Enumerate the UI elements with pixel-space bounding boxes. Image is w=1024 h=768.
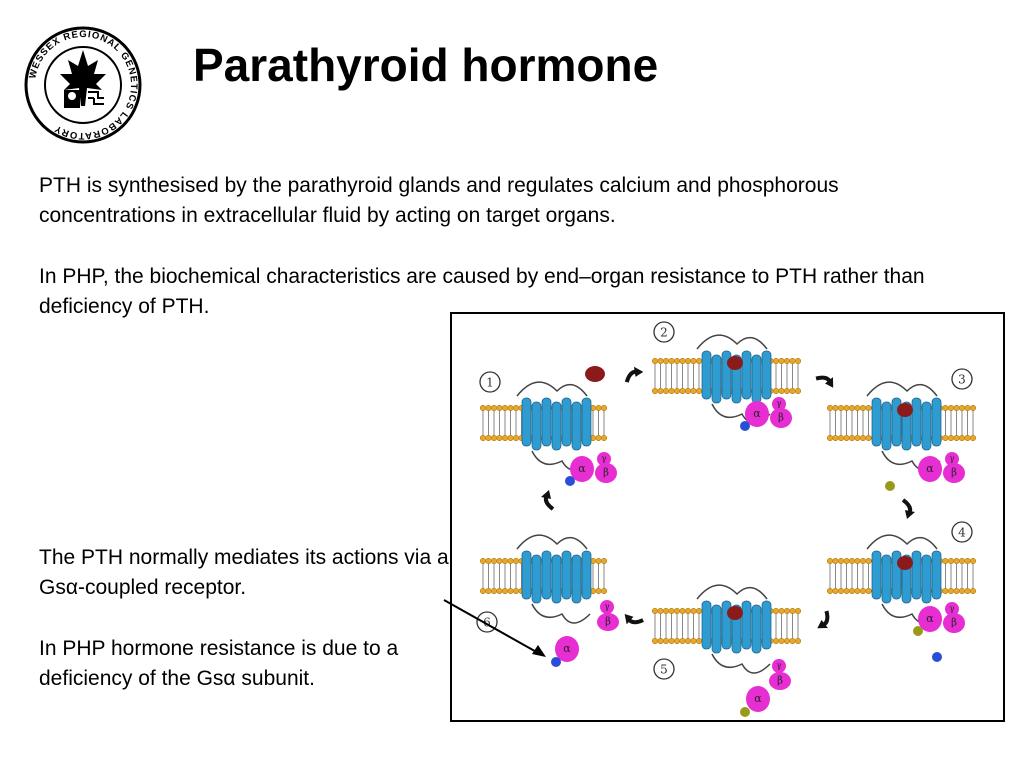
svg-text:3: 3 [958,373,966,387]
svg-text:α: α [578,462,586,475]
lab-logo: WESSEX REGIONAL GENETICS LABORATORY [24,26,142,144]
svg-text:2: 2 [660,326,668,340]
intro-paragraph: PTH is synthesised by the parathyroid gl… [39,174,839,227]
svg-text:β: β [951,618,957,629]
panel-2: α γβ [651,334,802,431]
svg-text:5: 5 [660,663,668,677]
free-hormone [585,366,605,382]
svg-text:6: 6 [483,616,491,630]
svg-text:γ: γ [950,454,955,463]
gs-receptor-paragraph: The PTH normally mediates its actions vi… [39,546,449,599]
svg-text:γ: γ [602,454,607,463]
svg-text:β: β [777,676,783,687]
svg-text:α: α [754,692,762,705]
svg-text:γ: γ [605,602,610,611]
panel-6: γβ α [479,534,619,667]
page-title: Parathyroid hormone [193,39,659,91]
gs-deficiency-paragraph: In PHP hormone resistance is due to a de… [39,637,399,690]
svg-text:1: 1 [486,376,494,390]
svg-text:α: α [926,612,934,625]
svg-text:β: β [603,468,609,479]
panel-1: α γβ [479,381,617,486]
svg-text:α: α [563,642,571,655]
panel-4: α γβ [826,534,977,662]
svg-text:α: α [926,462,934,475]
svg-text:γ: γ [950,604,955,613]
panel-5: γβ α [651,584,802,717]
svg-text:β: β [605,617,611,628]
svg-text:α: α [753,407,761,420]
svg-text:β: β [951,468,957,479]
svg-text:γ: γ [777,399,782,408]
svg-text:γ: γ [777,661,782,670]
panel-3: α γβ [826,381,977,491]
svg-text:4: 4 [958,526,966,540]
svg-text:β: β [778,413,784,424]
php-paragraph: In PHP, the biochemical characteristics … [39,265,925,318]
